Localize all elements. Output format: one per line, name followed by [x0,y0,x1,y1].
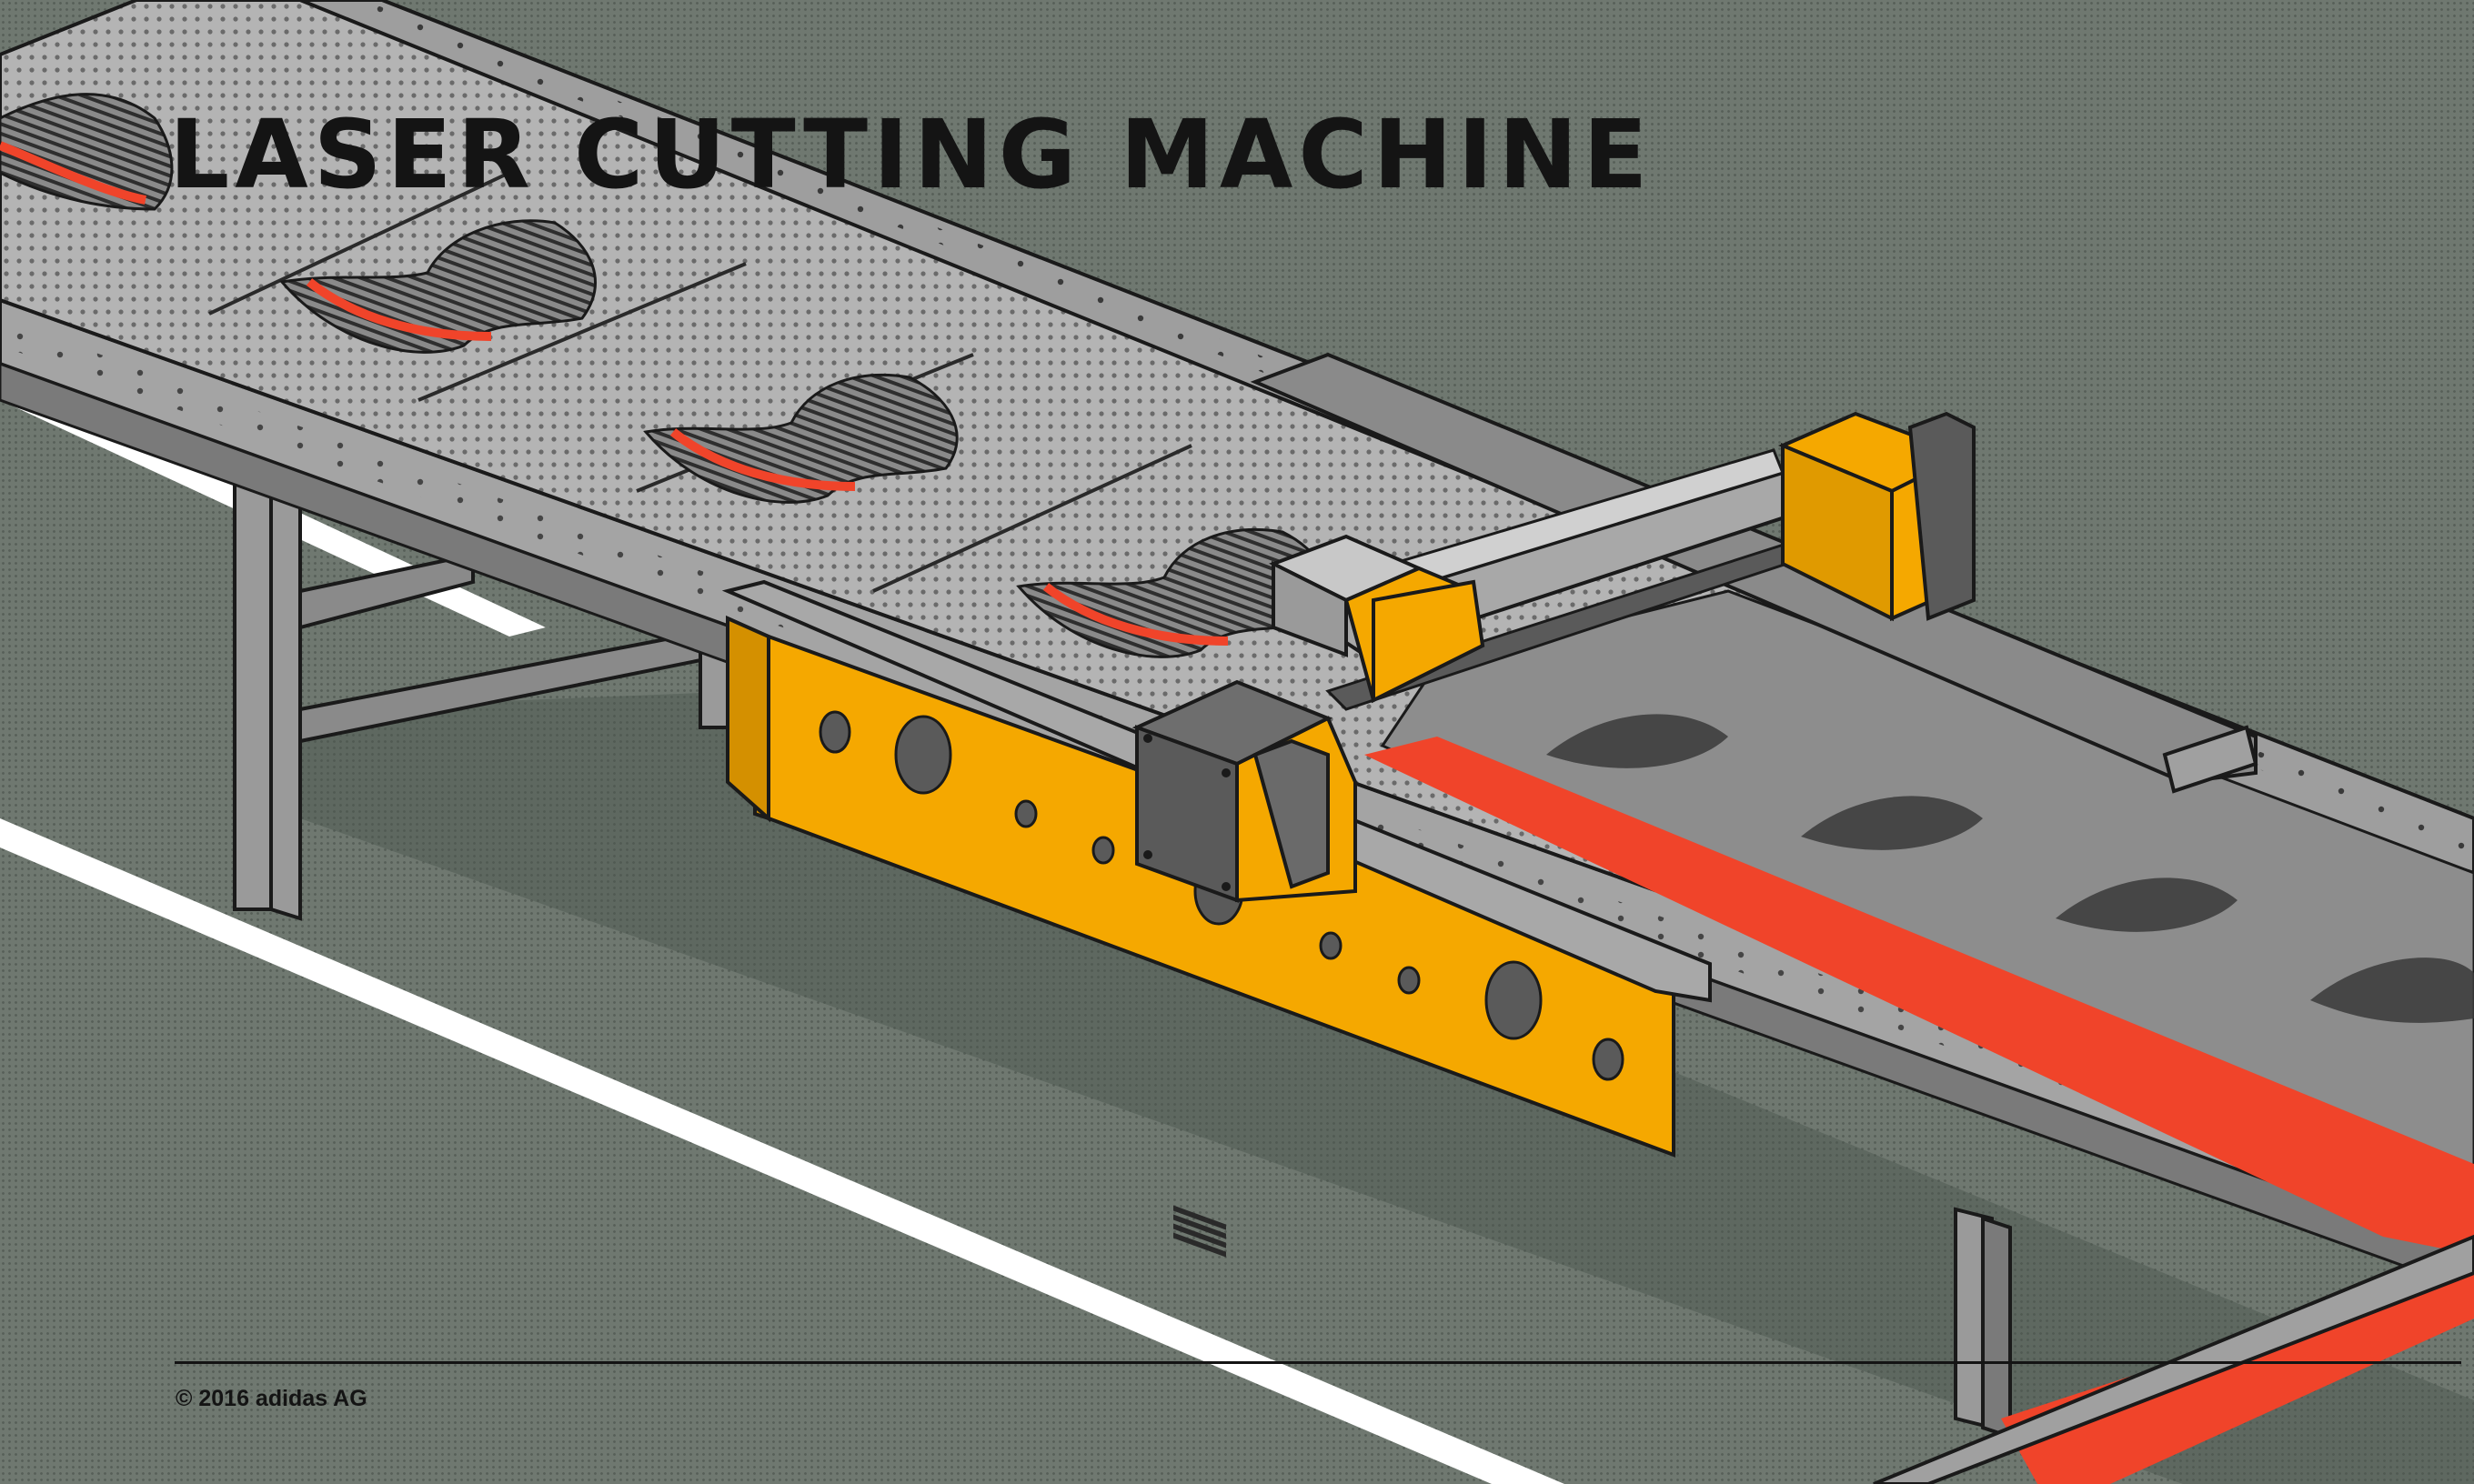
vent-grille-icon [1173,1205,1226,1258]
carriage [1269,534,1485,704]
laser-cut-path [1364,737,2474,1255]
front-conveyor-rail [1873,1234,2474,1484]
shoe-upper-cutouts [0,93,1332,658]
shoe-upper-cutout-icon [279,219,597,354]
rail-end-bracket [2162,725,2258,794]
laser-head-icon [1131,679,1357,1258]
gantry-end-back [1777,411,1976,622]
shoe-upper-cutout-icon [643,373,959,504]
table-shadow [300,691,2474,1484]
material-sheet-patterns [1546,714,2474,1023]
copyright-notice: © 2016 adidas AG [176,1386,367,1411]
road-stripe [0,818,1564,1484]
page-title: LASER CUTTING MACHINE [169,99,1654,210]
footer-divider [175,1361,2461,1364]
shoe-upper-cutout-icon [0,93,174,211]
